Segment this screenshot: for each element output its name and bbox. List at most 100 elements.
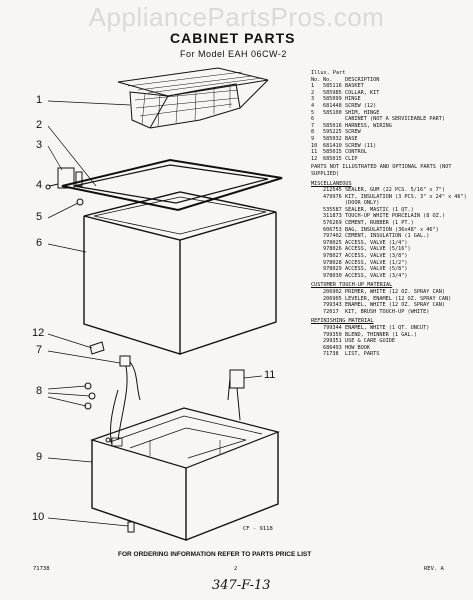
- cell-spacer: [311, 253, 323, 260]
- cell-part: 72017: [323, 308, 339, 315]
- cell-part: 681410: [323, 142, 342, 149]
- cell-desc: USE & CARE GUIDE: [345, 338, 395, 345]
- cell-part: 686493: [323, 344, 342, 351]
- cell-part: 212545: [323, 187, 342, 194]
- cell-no: 2: [311, 89, 315, 96]
- callout-10: 10: [32, 511, 45, 523]
- cell-spacer: [311, 289, 323, 296]
- cell-part: 585116: [323, 83, 342, 90]
- cell-part: 206905: [323, 295, 342, 302]
- cell-desc: ACCESS, VALVE (5/8"): [345, 266, 408, 273]
- cell-spacer: [311, 260, 323, 267]
- cell-spacer: [311, 332, 323, 339]
- cell-no: 6: [311, 116, 315, 123]
- footer-revision: REV. A: [424, 566, 444, 572]
- cell-spacer: [311, 266, 323, 273]
- callout-3: 3: [36, 139, 43, 151]
- cell-spacer: [311, 207, 323, 214]
- cell-part: 978025: [323, 239, 342, 246]
- cell-desc: ACCESS, VALVE (3/8"): [345, 253, 408, 260]
- footer-order-info: FOR ORDERING INFORMATION REFER TO PARTS …: [118, 551, 312, 558]
- callout-9: 9: [36, 451, 43, 463]
- cell-no: 9: [311, 135, 315, 142]
- cell-desc: CLIP: [345, 155, 358, 162]
- basket-illustration: [117, 67, 269, 129]
- cell-desc: ACCESS, VALVE (1/2"): [345, 259, 408, 266]
- cell-spacer: [311, 194, 323, 207]
- cabinet-illustration: [83, 191, 277, 355]
- cell-part: 576269: [323, 220, 342, 227]
- parts-header: No. No. DESCRIPTION: [311, 77, 471, 84]
- cell-no: 12: [311, 155, 318, 162]
- cell-part: 585016: [323, 122, 342, 129]
- callout-6: 6: [36, 237, 43, 249]
- cell-part: 71738: [323, 351, 339, 358]
- cell-spacer: [311, 273, 323, 280]
- cell-desc: BASKET: [345, 83, 364, 90]
- cell-part: 299351: [323, 338, 342, 345]
- cell-part: 685015: [323, 155, 342, 162]
- callout-5: 5: [36, 211, 43, 223]
- cell-no: 3: [311, 96, 315, 103]
- clip-illustration: [89, 341, 105, 355]
- cell-desc: HOW BOOK: [345, 344, 370, 351]
- cell-desc: BLEND, THINNER (1 GAL.): [345, 331, 417, 338]
- cell-desc: SEALER, GUM (22 PCS. 5/16" x 7"): [345, 187, 445, 194]
- page-subtitle: For Model EAH 06CW-2: [180, 49, 287, 59]
- cell-desc: SCREW (11): [345, 142, 377, 149]
- cell-part: 799350: [323, 331, 342, 338]
- cell-part: 585099: [323, 96, 342, 103]
- misc-title: MISCELLANEOUS: [311, 180, 352, 187]
- cell-desc: BASE: [345, 135, 358, 142]
- control-illustration: [227, 369, 245, 421]
- cell-spacer: [311, 296, 323, 303]
- callout-2: 2: [36, 119, 43, 131]
- callout-7: 7: [36, 344, 43, 356]
- cell-no: 8: [311, 129, 315, 136]
- cell-part: 978029: [323, 266, 342, 273]
- parts-note: PARTS NOT ILLUSTRATED AND OPTIONAL PARTS…: [311, 164, 452, 177]
- cell-part: 585032: [323, 135, 342, 142]
- cell-desc: ACCESS, VALVE (5/16"): [345, 246, 411, 253]
- cell-part: 681448: [323, 102, 342, 109]
- cell-part: 606753: [323, 226, 342, 233]
- cell-spacer: [311, 309, 323, 316]
- cell-desc: CEMENT, RUBBER (1 PT.): [345, 220, 414, 227]
- cell-no: 1: [311, 83, 315, 90]
- cell-desc: COLLAR, KIT: [345, 89, 380, 96]
- cell-spacer: [311, 187, 323, 194]
- callout-8: 8: [36, 385, 43, 397]
- cell-part: 978027: [323, 253, 342, 260]
- cell-desc: PRIMER, WHITE (12 OZ. SPRAY CAN): [345, 289, 445, 295]
- wiring-harness-illustration: [105, 355, 141, 446]
- cell-desc: SCREW (12): [345, 102, 377, 109]
- header-part: No.: [323, 76, 333, 83]
- cell-desc: TOUCH-UP WHITE PORCELAIN (8 OZ.): [345, 213, 445, 220]
- cell-desc: HINGE: [345, 96, 361, 103]
- header-no: No.: [311, 76, 321, 83]
- cell-spacer: [311, 220, 323, 227]
- cell-desc: SCREW: [345, 129, 361, 136]
